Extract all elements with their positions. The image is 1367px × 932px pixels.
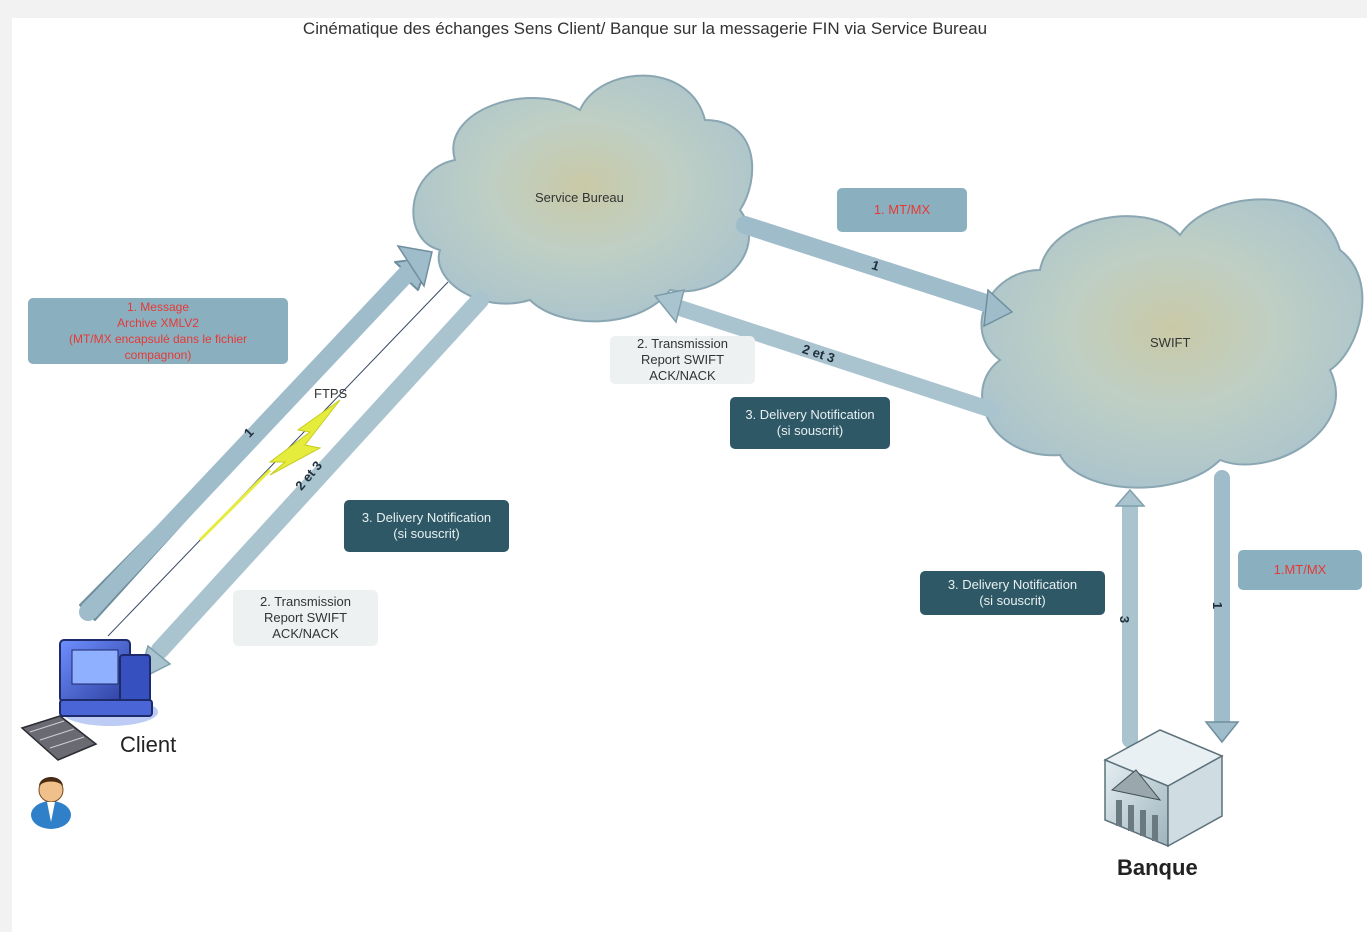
box-delivery-left-line: (si souscrit) <box>393 526 460 541</box>
box-transmission-top-line: 2. Transmission <box>636 336 729 351</box>
swift-cloud <box>980 198 1364 489</box>
box-swift-banque-mtmx-line: 1.MT/MX <box>1273 562 1327 577</box>
arrow-sb-to-client-shaft <box>151 291 489 659</box>
arrow-sb-to-swift-shaft <box>736 216 1001 314</box>
lightning-icon <box>268 399 341 476</box>
banque-label: Banque <box>1117 855 1198 880</box>
diagram-title: Cinématique des échanges Sens Client/ Ba… <box>302 19 988 38</box>
arrow-client-to-sb-head <box>396 244 433 288</box>
arrow-sb-to-swift-head <box>983 288 1014 328</box>
box-swift-banque-mtmx: 1.MT/MX <box>1238 550 1362 590</box>
box-transmission-left-line: 2. Transmission <box>259 594 352 609</box>
box-delivery-mid-line: 3. Delivery Notification <box>745 407 875 422</box>
box-client-message-line: compagnon) <box>124 348 192 362</box>
arrow-swift-to-banque-head <box>1204 721 1240 744</box>
bank-building-icon <box>1103 729 1224 848</box>
box-sb-mtmx: 1. MT/MX <box>837 188 967 232</box>
service-bureau-cloud <box>412 74 754 323</box>
box-delivery-left: 3. Delivery Notification (si souscrit) <box>344 500 509 552</box>
client-computer-icon <box>20 639 158 761</box>
box-delivery-right-line: 3. Delivery Notification <box>947 577 1078 592</box>
arrow-banque-to-swift-head <box>1114 488 1146 507</box>
service-bureau-label: Service Bureau <box>535 190 624 205</box>
box-client-message: 1. Message Archive XMLV2 (MT/MX encapsul… <box>28 298 288 364</box>
box-delivery-right-line: (si souscrit) <box>979 593 1046 608</box>
box-transmission-left-line: ACK/NACK <box>272 626 339 641</box>
user-icon <box>31 777 71 829</box>
swift-label: SWIFT <box>1150 335 1191 350</box>
box-transmission-top-line: ACK/NACK <box>649 368 716 383</box>
box-transmission-left-line: Report SWIFT <box>263 610 348 625</box>
client-label: Client <box>120 732 177 757</box>
box-client-message-line: Archive XMLV2 <box>117 316 199 330</box>
box-delivery-mid: 3. Delivery Notification (si souscrit) <box>730 397 890 449</box>
box-transmission-left: 2. Transmission Report SWIFT ACK/NACK <box>233 590 378 646</box>
box-delivery-left-line: 3. Delivery Notification <box>361 510 492 525</box>
box-sb-mtmx-line: 1. MT/MX <box>873 202 931 217</box>
box-client-message-line: 1. Message <box>126 300 190 314</box>
arrow-swift-to-sb-head <box>653 289 686 324</box>
box-delivery-mid-line: (si souscrit) <box>776 423 844 438</box>
arrow-swift-to-sb-shaft <box>672 300 1000 418</box>
lightning-tail <box>198 468 272 542</box>
arrow-client-to-sb-shaft <box>79 259 421 621</box>
box-client-message-line: (MT/MX encapsulé dans le fichier <box>68 332 248 346</box>
box-transmission-top: 2. Transmission Report SWIFT ACK/NACK <box>610 336 755 384</box>
arrow-swift-to-banque-label: 1 <box>1210 601 1226 610</box>
ftps-label: FTPS <box>314 386 348 401</box>
box-delivery-right: 3. Delivery Notification (si souscrit) <box>920 571 1105 615</box>
box-transmission-top-line: Report SWIFT <box>640 352 725 367</box>
arrow-banque-to-swift-label: 3 <box>1117 615 1133 624</box>
